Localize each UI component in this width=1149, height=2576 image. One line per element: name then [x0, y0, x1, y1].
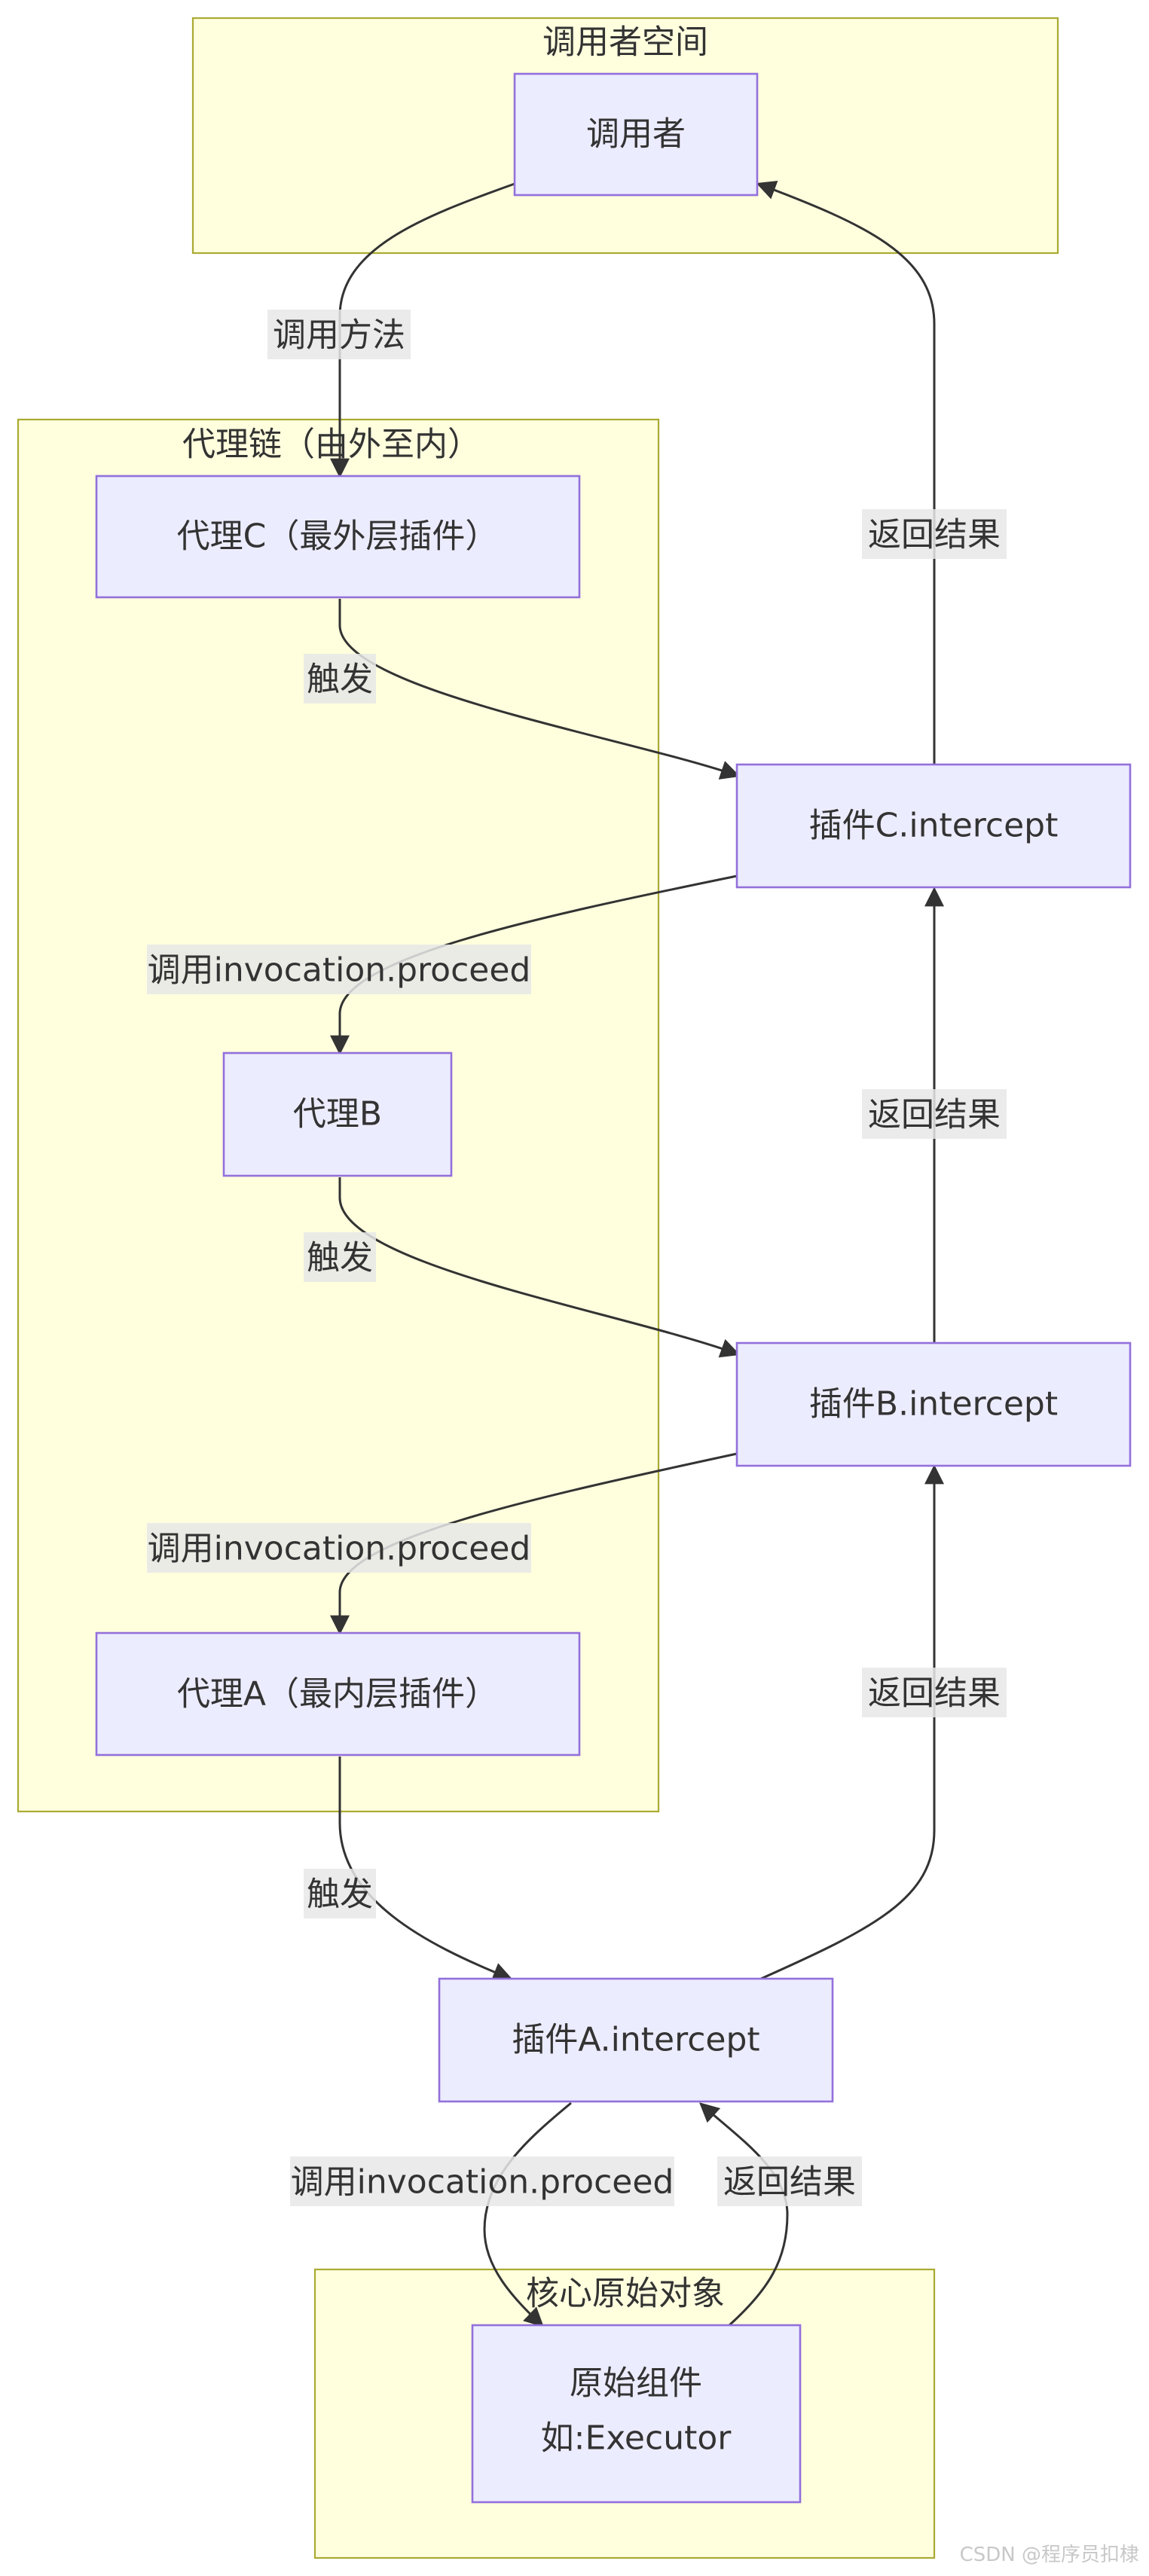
node-proxy-b: 代理B — [222, 1051, 453, 1177]
svg-text:返回结果: 返回结果 — [868, 516, 1001, 554]
node-proxy-c-label: 代理C（最外层插件） — [177, 517, 499, 556]
edge-trigger-a — [338, 1757, 513, 1982]
node-plugin-a: 插件A.intercept — [438, 1977, 834, 2103]
svg-text:调用invocation.proceed: 调用invocation.proceed — [148, 951, 531, 990]
svg-text:触发: 触发 — [307, 661, 373, 699]
node-plugin-b: 插件B.intercept — [735, 1341, 1132, 1467]
edge-label-proceed-c: 调用invocation.proceed — [147, 945, 531, 994]
cluster-core-original-label: 核心原始对象 — [526, 2275, 725, 2313]
watermark: CSDN @程序员扣棣 — [960, 2544, 1139, 2566]
svg-text:触发: 触发 — [307, 1239, 373, 1277]
edge-label-call-method: 调用方法 — [267, 310, 411, 359]
edge-proceed-c — [330, 874, 738, 1055]
node-plugin-a-label: 插件A.intercept — [512, 2021, 759, 2059]
node-proxy-c: 代理C（最外层插件） — [95, 475, 581, 599]
svg-text:触发: 触发 — [307, 1876, 373, 1914]
node-caller: 调用者 — [513, 72, 759, 197]
node-proxy-a: 代理A（最内层插件） — [95, 1631, 581, 1757]
svg-text:返回结果: 返回结果 — [723, 2163, 856, 2202]
svg-text:返回结果: 返回结果 — [868, 1096, 1001, 1134]
node-plugin-c-label: 插件C.intercept — [809, 807, 1059, 845]
node-original: 原始组件 如:Executor — [471, 2324, 802, 2504]
edge-label-return-b: 返回结果 — [862, 1089, 1007, 1139]
node-plugin-b-label: 插件B.intercept — [809, 1385, 1058, 1424]
node-original-label-line1: 原始组件 — [570, 2364, 702, 2403]
node-proxy-a-label: 代理A（最内层插件） — [177, 1675, 498, 1714]
edge-label-trigger-c: 触发 — [304, 654, 376, 704]
edge-label-proceed-b: 调用invocation.proceed — [147, 1523, 531, 1573]
edge-label-return-c: 返回结果 — [862, 509, 1007, 559]
edge-label-proceed-a: 调用invocation.proceed — [290, 2156, 674, 2206]
edge-labels: 调用方法 触发 调用invocation.proceed 触发 调用invoca… — [147, 310, 1007, 2206]
svg-text:调用invocation.proceed: 调用invocation.proceed — [291, 2163, 674, 2202]
svg-text:调用invocation.proceed: 调用invocation.proceed — [148, 1530, 531, 1568]
edge-return-original — [699, 2102, 789, 2327]
edge-return-a — [760, 1464, 944, 1980]
edge-label-return-a: 返回结果 — [862, 1668, 1007, 1717]
node-caller-label: 调用者 — [586, 115, 686, 154]
edge-label-return-original: 返回结果 — [717, 2156, 862, 2206]
edge-trigger-b — [338, 1177, 741, 1358]
node-original-label-line2: 如:Executor — [541, 2419, 732, 2458]
edge-call-method — [330, 182, 515, 478]
svg-text:返回结果: 返回结果 — [868, 1674, 1001, 1713]
edge-proceed-a — [483, 2101, 572, 2327]
svg-text:调用方法: 调用方法 — [273, 316, 405, 355]
node-plugin-c: 插件C.intercept — [735, 763, 1132, 889]
edge-label-trigger-a: 触发 — [304, 1869, 376, 1918]
edge-trigger-c — [338, 599, 741, 780]
cluster-proxy-chain-label: 代理链（由外至内） — [182, 426, 481, 464]
cluster-caller-space-label: 调用者空间 — [542, 23, 708, 62]
node-proxy-b-label: 代理B — [293, 1095, 382, 1134]
edge-return-c — [756, 181, 936, 765]
edge-label-trigger-b: 触发 — [304, 1232, 376, 1282]
